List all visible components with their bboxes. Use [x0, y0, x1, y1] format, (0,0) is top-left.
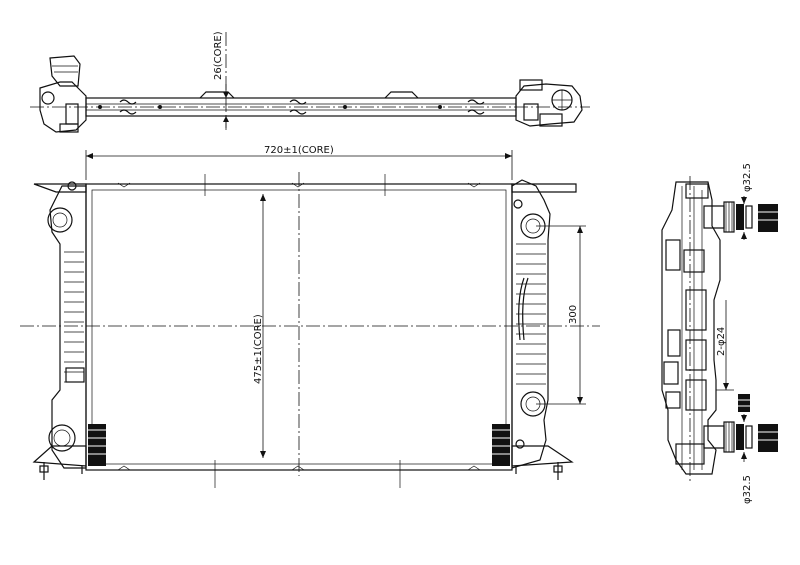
mount-holes-label: 2-φ24 [716, 327, 727, 356]
left-upper-port [47, 207, 73, 233]
top-right-tank [515, 83, 583, 127]
core-height-label: 475±1(CORE) [253, 314, 264, 384]
core-width-label: 720±1(CORE) [264, 145, 334, 156]
bottom-right-bracket [511, 445, 574, 467]
front-left-tank [49, 185, 87, 469]
side-view [661, 176, 778, 482]
left-tank-ribs [64, 251, 84, 383]
right-fan-pad [492, 424, 510, 466]
top-filler-neck [49, 55, 81, 87]
top-view [30, 32, 590, 133]
right-tank-ribs [516, 243, 546, 385]
top-left-tank [39, 81, 87, 133]
left-lower-port [48, 424, 76, 452]
front-right-tank [511, 179, 551, 469]
upper-pipe [703, 205, 725, 229]
left-fan-pad [88, 424, 106, 466]
upper-pipe-cap [758, 204, 778, 232]
front-view [20, 150, 600, 488]
outlet-diameter-label: φ32.5 [742, 475, 753, 504]
port-spacing-label: 300 [568, 305, 579, 324]
inlet-diameter-label: φ32.5 [742, 163, 753, 192]
mount-block [738, 394, 750, 412]
core-depth-label: 26(CORE) [213, 31, 224, 80]
top-right-bracket [511, 183, 577, 193]
lower-pipe-cap [758, 424, 778, 452]
side-body [661, 181, 721, 475]
lower-pipe [703, 425, 725, 449]
